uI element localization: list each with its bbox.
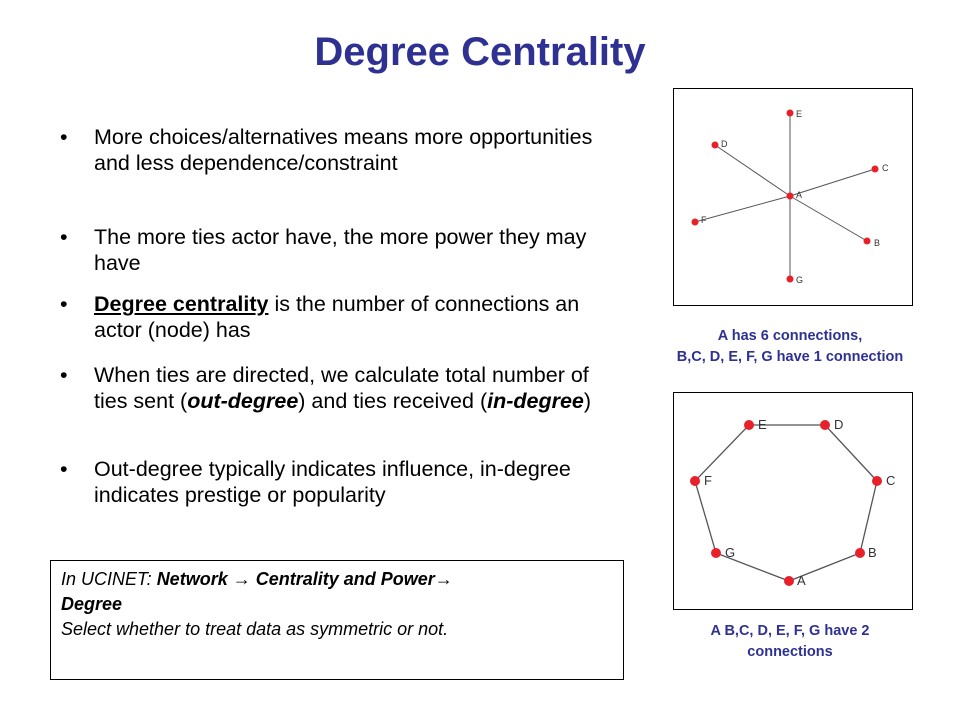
bullet-text: ) [583,389,592,413]
node-g [711,548,721,558]
node-d [820,420,830,430]
bullet-text: More choices/alternatives means more opp… [94,125,593,175]
degree-centrality-term: Degree centrality [94,292,269,316]
in-degree-term: in-degree [487,389,584,413]
arrow-right-icon: → [232,569,251,589]
ucinet-prefix: In UCINET: [61,569,157,589]
ring-caption: A B,C, D, E, F, G have 2 connections [660,621,920,663]
ucinet-note-box: In UCINET: Network → Centrality and Powe… [50,560,624,680]
node-c [871,165,879,173]
node-b [855,548,865,558]
ucinet-instruction: Select whether to treat data as symmetri… [61,619,449,639]
ring-caption-line: connections [747,644,833,660]
label-b: B [868,545,877,560]
label-a: A [797,573,806,588]
node-d [711,141,719,149]
ring-nodes [690,420,882,586]
label-d: D [834,417,843,432]
edge-a-b [789,195,868,242]
label-e: E [796,109,802,119]
node-b [863,237,871,245]
bullet-item: • The more ties actor have, the more pow… [60,225,587,275]
ring-network-figure: E D C B A G F [673,392,913,610]
label-e: E [758,417,767,432]
label-f: F [701,215,707,225]
star-caption: A has 6 connections, B,C, D, E, F, G hav… [640,326,940,368]
bullet-text: When ties are directed, we calculate tot… [94,363,589,413]
star-network-figure: A E D C F B G [673,88,913,306]
page-title: Degree Centrality [314,30,646,74]
ring-network-graph: E D C B A G F [690,417,895,588]
bullet-text: is the number of connections an actor (n… [94,292,580,342]
label-g: G [725,545,735,560]
node-f [691,218,699,226]
star-edges [694,113,876,279]
arrow-right-icon: → [434,569,453,589]
star-nodes [691,109,879,283]
label-d: D [721,139,728,149]
bullet-text: Out-degree typically indicates influence… [94,457,571,507]
ucinet-menu-centrality: Centrality and Power [250,569,435,589]
bullet-item: • Degree centrality is the number of con… [60,292,580,342]
star-caption-line: B,C, D, E, F, G have 1 connection [676,349,904,365]
label-f: F [704,473,712,488]
star-network-graph: A E D C F B G [691,109,889,285]
label-g: G [796,275,803,285]
bullet-text: The more ties actor have, the more power… [94,225,587,275]
label-b: B [874,238,880,248]
ucinet-path: In UCINET: Network → Centrality and Powe… [61,567,613,617]
node-c [872,476,882,486]
edge-a-c [789,168,876,197]
node-e [744,420,754,430]
node-a [786,192,794,200]
bullet-item: • Out-degree typically indicates influen… [60,457,571,507]
node-e [786,109,794,117]
node-g [786,275,794,283]
out-degree-term: out-degree [187,389,299,413]
bullet-item: • More choices/alternatives means more o… [60,125,593,175]
star-caption-line: A has 6 connections, [717,328,863,344]
edge-a-d [714,144,791,197]
bullet-item: • When ties are directed, we calculate t… [60,363,592,413]
node-f [690,476,700,486]
label-a: A [796,190,802,200]
ucinet-menu-network: Network [156,569,233,589]
node-a [784,576,794,586]
ring-edges [694,424,878,582]
label-c: C [882,163,889,173]
bullet-text: ) and ties received ( [298,389,488,413]
edge-a-f [694,195,791,223]
ring-caption-line: A B,C, D, E, F, G have 2 [710,623,870,639]
label-c: C [886,473,895,488]
ucinet-menu-degree: Degree [61,594,123,614]
